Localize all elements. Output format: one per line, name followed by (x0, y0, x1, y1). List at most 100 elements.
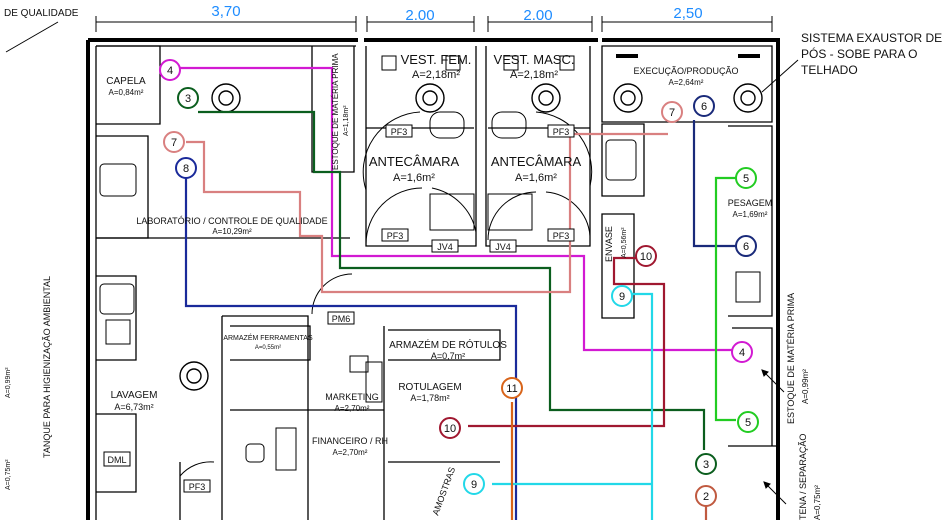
tag-boxes (103, 124, 575, 493)
note-exhaust-line-1: SISTEMA EXAUSTOR DE (801, 31, 942, 45)
room-antecamara-2-name: ANTECÂMARA (491, 154, 582, 169)
room-rotulagem-area: A=1,78m² (410, 393, 449, 403)
room-lab-area: A=10,29m² (212, 227, 252, 236)
route-7 (186, 132, 668, 294)
room-vest-masc-area: A=2,18m² (510, 69, 558, 81)
route-9 (492, 292, 654, 520)
room-lavagem-area: A=6,73m² (114, 402, 153, 412)
marker-4b-shape (731, 341, 753, 363)
note-tank: TANQUE PARA HIGIENIZAÇÃO AMBIENTAL (42, 276, 52, 458)
tag-dml: DML (107, 455, 126, 465)
room-amostras-name: AMOSTRAS (430, 466, 457, 517)
marker-6b-label: 6 (743, 241, 749, 253)
marker-5a-label: 5 (743, 173, 749, 185)
tag-pf3-a: PF3 (391, 127, 408, 137)
room-execucao-area: A=2,64m² (669, 78, 704, 87)
route-10 (468, 256, 666, 428)
room-envase-area: A=0,56m² (621, 227, 628, 258)
room-antecamara-1-name: ANTECÂMARA (369, 154, 460, 169)
marker-4b-label: 4 (739, 347, 745, 359)
marker-11-label: 11 (506, 383, 517, 395)
marker-10b-label: 10 (444, 423, 456, 435)
room-estoque-mp2-name: ESTOQUE DE MATÉRIA PRIMA (786, 293, 796, 424)
tag-pm6: PM6 (332, 314, 351, 324)
room-lavagem-name: LAVAGEM (111, 390, 158, 401)
room-execucao-name: EXECUÇÃO/PRODUÇÃO (633, 66, 738, 76)
note-left-dim-2: A=0,75m² (5, 459, 12, 490)
room-arm-ferr-area: A=0,55m² (255, 345, 281, 351)
note-exhaust-line-3: TELHADO (801, 63, 858, 77)
room-marketing-area: A=2,70m² (335, 404, 370, 413)
marker-2-label: 2 (703, 491, 709, 503)
marker-6a-shape (693, 95, 715, 117)
marker-5b-shape (737, 411, 759, 433)
marker-5b-label: 5 (745, 417, 751, 429)
route-marker-labels: 4 3 7 8 7 6 5 6 10 9 4 5 11 10 9 3 2 (167, 65, 751, 503)
room-separacao-area: A=0,75m² (813, 485, 822, 520)
route-6 (692, 120, 736, 248)
marker-7b-shape (661, 101, 683, 123)
room-vest-masc-name: VEST. MASC. (494, 52, 575, 67)
marker-10a-label: 10 (640, 251, 652, 263)
room-pesagem-name: PESAGEM (728, 198, 773, 208)
room-vest-fem-area: A=2,18m² (412, 69, 460, 81)
route-markers (159, 59, 759, 507)
room-labels: CAPELA A=0,84m² LABORATÓRIO / CONTROLE D… (106, 52, 822, 520)
marker-8a-label: 8 (183, 163, 189, 175)
dimension-lines (95, 16, 773, 32)
tag-pf3-d: PF3 (553, 231, 570, 241)
marker-6b-shape (735, 235, 757, 257)
flow-routes (178, 66, 740, 520)
marker-3b-label: 3 (703, 459, 709, 471)
marker-4a-shape (159, 59, 181, 81)
tag-pf3-e: PF3 (189, 482, 206, 492)
marker-2-shape (695, 485, 717, 507)
marker-3b-shape (695, 453, 717, 475)
note-leader-top-left (5, 21, 59, 53)
room-separacao-name: TENA / SEPARAÇÃO (798, 434, 808, 520)
room-arm-ferr-name: ARMAZÉM FERRAMENTAS (223, 333, 313, 342)
marker-7a-shape (163, 131, 185, 153)
marker-3a-label: 3 (185, 93, 191, 105)
marker-3a-shape (177, 87, 199, 109)
walls (86, 38, 780, 520)
marker-9a-shape (611, 285, 633, 307)
room-antecamara-2-area: A=1,6m² (515, 172, 557, 184)
marker-8a-shape (175, 157, 197, 179)
annotation-arrows (761, 369, 787, 505)
marker-11-shape (501, 377, 523, 399)
room-estoque-mp-name: ESTOQUE DE MATÉRIA PRIMA (331, 53, 340, 170)
marker-7a-label: 7 (171, 137, 177, 149)
room-capela-name: CAPELA (106, 76, 146, 87)
marker-10a-shape (635, 245, 657, 267)
room-envase-name: ENVASE (604, 226, 614, 262)
marker-9a-label: 9 (619, 291, 625, 303)
marker-6a-label: 6 (701, 101, 707, 113)
room-vest-fem-name: VEST. FEM. (401, 52, 472, 67)
dimension-label-1: 3,70 (211, 3, 240, 20)
dimension-label-3: 2.00 (523, 7, 552, 24)
room-arm-rot-area: A=0,7m² (431, 351, 465, 361)
room-financeiro-name: FINANCEIRO / RH (312, 436, 388, 446)
room-antecamara-1-area: A=1,6m² (393, 172, 435, 184)
room-arm-rot-name: ARMAZÉM DE RÓTULOS (389, 338, 507, 351)
route-5 (714, 176, 740, 422)
marker-9b-label: 9 (471, 479, 477, 491)
note-top-left: DE QUALIDADE (4, 8, 79, 19)
marker-4a-label: 4 (167, 65, 173, 77)
dimension-label-2: 2.00 (405, 7, 434, 24)
tag-jv4-b: JV4 (495, 242, 511, 252)
dimension-label-4: 2,50 (673, 5, 702, 22)
marker-10b-shape (439, 417, 461, 439)
marker-9b-shape (463, 473, 485, 495)
room-estoque-mp-area: A=1,18m² (343, 105, 350, 136)
tag-pf3-c: PF3 (387, 231, 404, 241)
room-financeiro-area: A=2,70m² (333, 448, 368, 457)
fixtures (99, 54, 761, 471)
marker-7b-label: 7 (669, 107, 675, 119)
note-exhaust-line-2: PÓS - SOBE PARA O (801, 46, 917, 61)
room-capela-area: A=0,84m² (109, 88, 144, 97)
room-marketing-name: MARKETING (325, 392, 379, 402)
room-lab-name: LABORATÓRIO / CONTROLE DE QUALIDADE (136, 216, 327, 226)
